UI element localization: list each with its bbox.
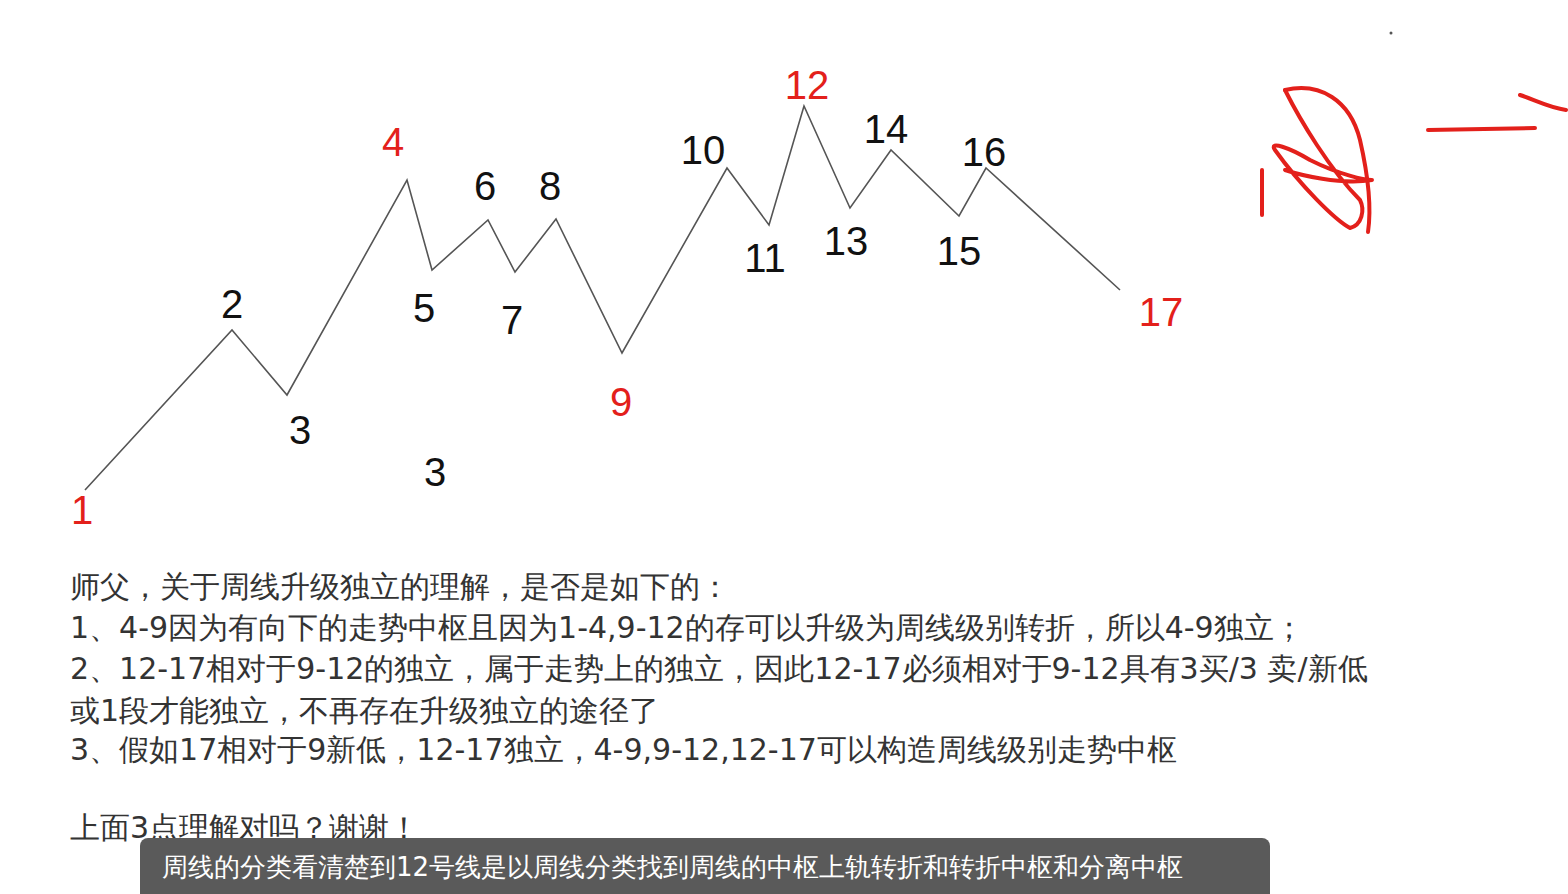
point-number: 13 [824, 221, 869, 261]
point-number: 12 [785, 65, 830, 105]
red-dot [1390, 32, 1393, 35]
point-number: 3 [424, 452, 446, 492]
point-number: 9 [610, 382, 632, 422]
point-number: 11 [744, 238, 786, 278]
question-item: 2、12-17相对于9-12的独立，属于走势上的独立，因此12-17必须相对于9… [70, 648, 1390, 732]
question-item: 1、4-9因为有向下的走势中枢且因为1-4,9-12的存可以升级为周线级别转折，… [70, 607, 1304, 649]
question-text: 师父，关于周线升级独立的理解，是否是如下的： [70, 566, 730, 608]
question-item: 3、假如17相对于9新低，12-17独立，4-9,9-12,12-17可以构造周… [70, 729, 1177, 771]
point-number: 7 [501, 300, 523, 340]
point-number: 17 [1139, 292, 1184, 332]
video-subtitle: 周线的分类看清楚到12号线是以周线分类找到周线的中枢上轨转折和转折中枢和分离中枢 [140, 838, 1270, 894]
point-number: 5 [413, 288, 435, 328]
point-number: 8 [539, 166, 561, 206]
point-number: 15 [937, 231, 982, 271]
point-number: 16 [962, 132, 1007, 172]
point-number: 3 [289, 410, 311, 450]
point-number: 6 [474, 166, 496, 206]
point-number: 2 [221, 284, 243, 324]
price-swing-line [85, 106, 1120, 490]
point-number: 14 [864, 109, 909, 149]
point-number: 1 [71, 490, 93, 530]
point-number: 10 [681, 130, 726, 170]
red-handwriting [1262, 88, 1566, 232]
point-number: 4 [382, 122, 404, 162]
